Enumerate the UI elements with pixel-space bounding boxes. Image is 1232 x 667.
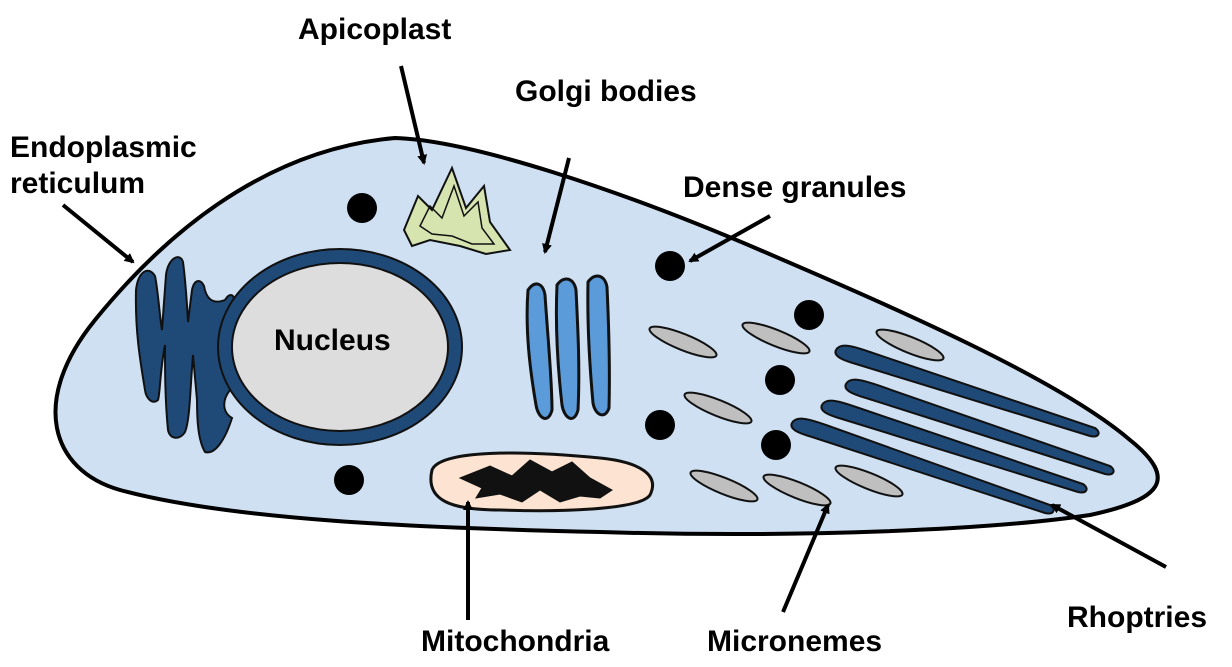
endoplasmic-reticulum-label-line1: Endoplasmic	[10, 130, 197, 166]
endoplasmic-reticulum-label-line2: reticulum	[10, 166, 145, 202]
endoplasmic-reticulum-arrow	[63, 205, 133, 262]
mitochondria-label: Mitochondria	[421, 624, 609, 660]
nucleus-label: Nucleus	[274, 323, 391, 359]
micronemes-label: Micronemes	[707, 624, 882, 660]
golgi-bodies-label: Golgi bodies	[515, 74, 697, 110]
dense-granule	[347, 193, 377, 223]
dense-granule	[761, 430, 791, 460]
dense-granule	[655, 251, 685, 281]
rhoptries-label: Rhoptries	[1067, 600, 1207, 636]
dense-granule	[765, 365, 795, 395]
dense-granules-label: Dense granules	[683, 170, 906, 206]
dense-granule	[645, 410, 675, 440]
rhoptries-arrow	[1052, 505, 1166, 567]
golgi-cisterna	[588, 276, 610, 415]
apicoplast-label: Apicoplast	[298, 12, 451, 48]
dense-granule	[794, 300, 824, 330]
golgi-cisterna	[556, 279, 578, 418]
dense-granule	[334, 465, 364, 495]
